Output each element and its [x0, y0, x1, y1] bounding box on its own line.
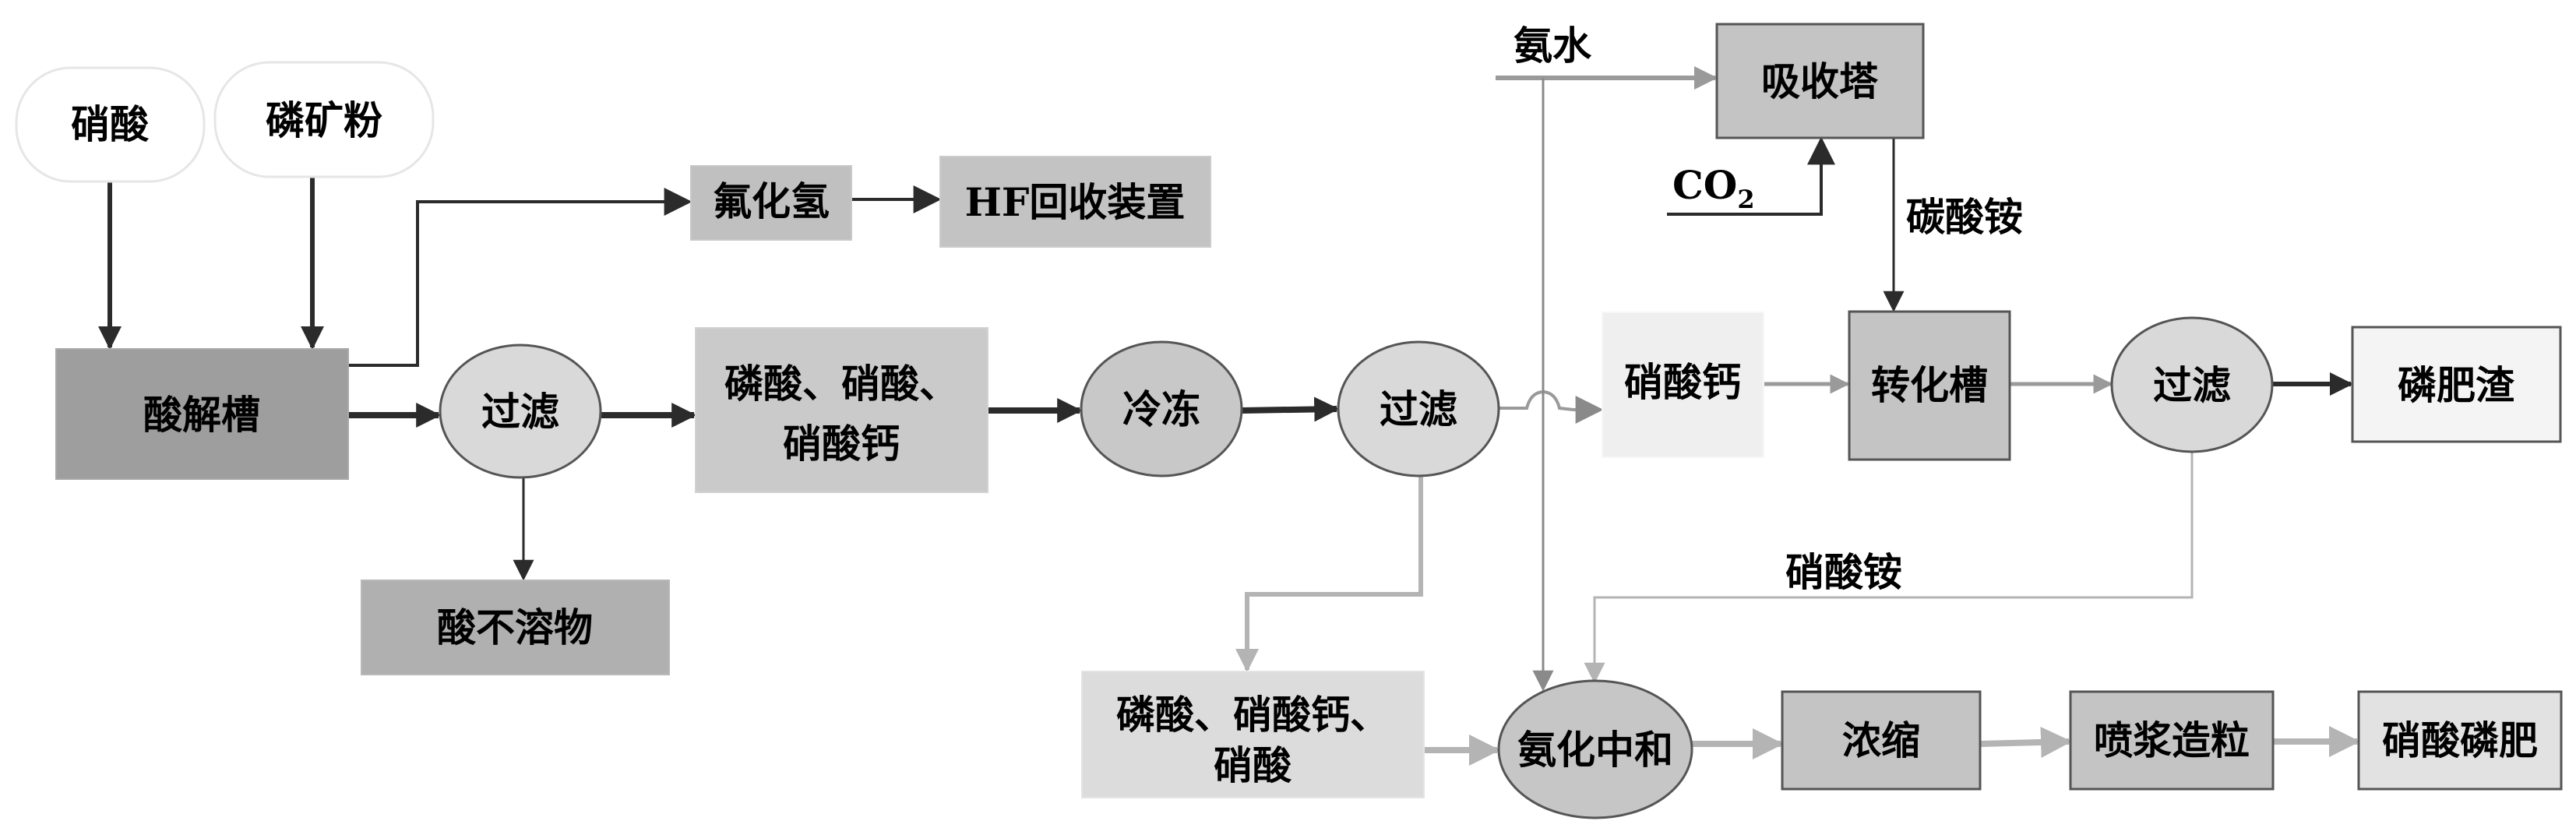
node-label: 冷冻 [1122, 386, 1200, 432]
node-label: 过滤 [1380, 386, 1457, 432]
edge-filter-2-to-calcium-nitrate [1499, 389, 1604, 424]
node-concentration: 浓缩 [1781, 690, 1982, 791]
node-label: 喷浆造粒 [2094, 717, 2250, 763]
node-label-line-2: 硝酸钙 [783, 421, 900, 467]
label-co2: CO2 [1672, 162, 1755, 214]
label-ammonium-nitrate: 硝酸铵 [1785, 549, 1902, 595]
node-label: 酸不溶物 [437, 604, 593, 650]
label-ammonium-carbonate: 碳酸铵 [1906, 194, 2023, 240]
node-filter-3: 过滤 [2110, 316, 2274, 453]
node-label: 转化槽 [1871, 362, 1988, 408]
edge-filter-3-to-ammoniation [1584, 452, 2194, 684]
node-acid-digestion-tank: 酸解槽 [55, 348, 349, 480]
node-mother-liquor: 磷酸、硝酸钙、 硝酸 [1081, 671, 1425, 798]
node-calcium-nitrate: 硝酸钙 [1602, 312, 1764, 458]
node-mixed-acid-solution: 磷酸、硝酸、 硝酸钙 [695, 327, 988, 493]
node-filter-2: 过滤 [1337, 340, 1500, 477]
node-label: 氨化中和 [1517, 727, 1673, 773]
node-conversion-tank: 转化槽 [1848, 310, 2011, 461]
node-label: 磷肥渣 [2398, 362, 2515, 408]
edge-co2-to-absorption-tower [1667, 136, 1835, 216]
node-label-line-1: 磷酸、硝酸钙、 [1116, 692, 1389, 738]
node-label: 硝酸 [71, 101, 150, 147]
node-label: HF回收装置 [965, 179, 1186, 225]
node-label: 浓缩 [1842, 717, 1920, 763]
node-nitrophosphate-fertilizer: 硝酸磷肥 [2357, 690, 2563, 791]
node-hf-recovery-unit: HF回收装置 [939, 156, 1211, 248]
node-acid-insolubles: 酸不溶物 [361, 580, 670, 675]
edges [98, 66, 2360, 766]
edge-concentration-to-granulation [1979, 726, 2072, 758]
node-label: 磷矿粉 [266, 97, 382, 143]
label-co2-main: CO [1672, 162, 1737, 208]
node-label-line-2: 硝酸 [1214, 742, 1292, 788]
node-label: 过滤 [2153, 362, 2231, 408]
node-absorption-tower: 吸收塔 [1715, 23, 1925, 139]
node-freezing: 冷冻 [1080, 340, 1243, 477]
node-label: 氟化氢 [713, 178, 830, 224]
node-hydrogen-fluoride: 氟化氢 [690, 165, 852, 241]
node-label: 硝酸磷肥 [2382, 717, 2538, 763]
edge-tank-to-hf [348, 188, 692, 367]
node-filter-1: 过滤 [439, 344, 602, 479]
node-label: 硝酸钙 [1624, 359, 1741, 405]
label-ammonia-water: 氨水 [1514, 23, 1592, 69]
node-label: 吸收塔 [1761, 58, 1879, 104]
edge-filter-2-to-mother-liquor [1235, 475, 1423, 672]
node-label: 酸解槽 [143, 392, 260, 438]
node-label: 过滤 [481, 389, 559, 435]
node-label-line-1: 磷酸、硝酸、 [724, 361, 958, 407]
node-phosphate-fertilizer-residue: 磷肥渣 [2351, 326, 2562, 443]
node-slurry-granulation: 喷浆造粒 [2069, 690, 2275, 791]
node-phosphate-rock-powder: 磷矿粉 [213, 61, 435, 178]
nodes: 硝酸 磷矿粉 酸解槽 过滤 氟化氢 HF回收装置 酸不溶物 [15, 23, 2563, 819]
node-nitric-acid: 硝酸 [15, 66, 206, 183]
edge-labels: 氨水 CO2 碳酸铵 硝酸铵 [1514, 23, 2023, 595]
edge-freezing-to-filter-2 [1242, 396, 1340, 422]
node-ammoniation-neutralization: 氨化中和 [1497, 679, 1693, 819]
label-co2-subscript: 2 [1737, 185, 1754, 214]
